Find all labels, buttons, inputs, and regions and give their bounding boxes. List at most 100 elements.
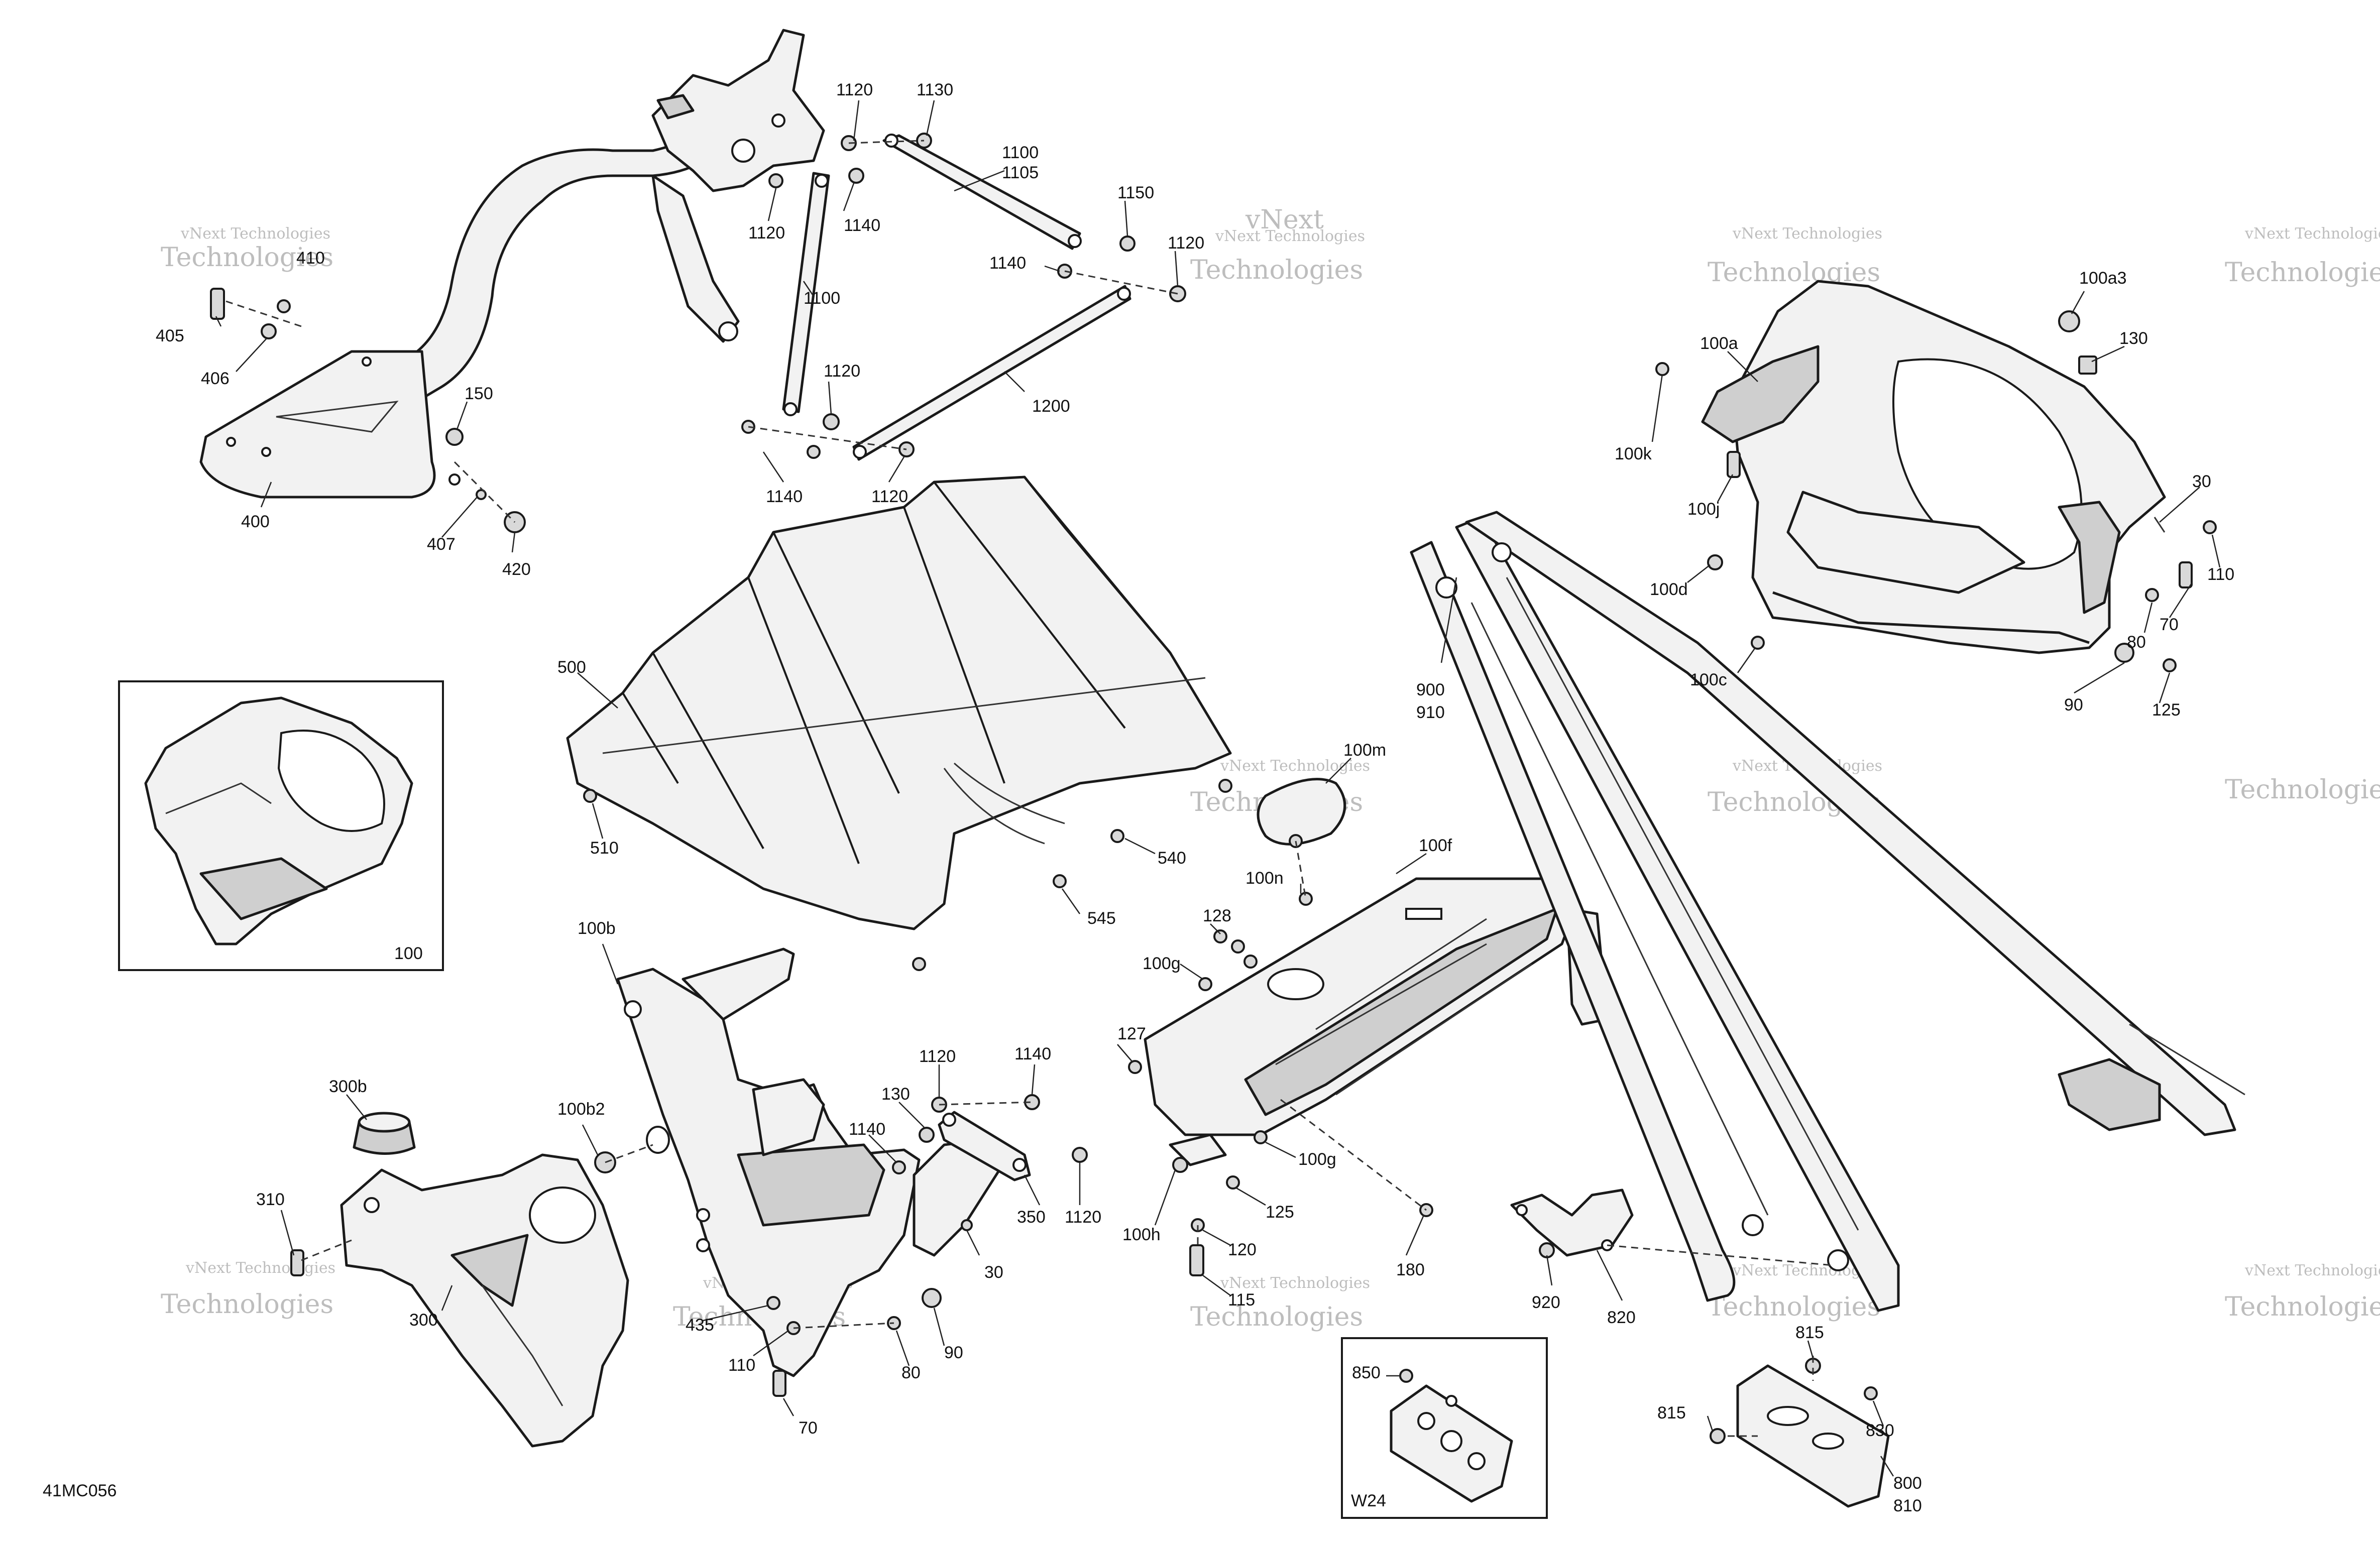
callout-435: 435 <box>686 1316 714 1335</box>
watermark-text: vNext Technologies <box>185 1259 335 1277</box>
nut-90 <box>2114 643 2134 663</box>
callout-80: 80 <box>901 1363 921 1382</box>
callout-100f: 100f <box>1419 836 1452 855</box>
bolt-125 <box>1226 1175 1240 1190</box>
cage-100a <box>1655 280 2217 672</box>
callout-1120: 1120 <box>1065 1208 1101 1227</box>
washer-410 <box>277 299 291 313</box>
callout-1105: 1105 <box>1002 163 1039 182</box>
callout-100h: 100h <box>1122 1225 1161 1244</box>
bolt-545 <box>1053 874 1067 888</box>
callout-1100: 1100 <box>804 289 840 308</box>
callout-300b: 300b <box>329 1077 367 1096</box>
callout-100g: 100g <box>1298 1150 1336 1169</box>
fin-100b <box>682 947 795 1021</box>
watermark-text: vNext Technologies <box>180 225 330 243</box>
nut-130 <box>919 1127 935 1143</box>
inset-box-W24 <box>1341 1337 1548 1519</box>
callout-100k: 100k <box>1615 444 1652 463</box>
callout-30: 30 <box>984 1263 1003 1282</box>
watermark-text: vNext Technologies <box>1220 1274 1370 1292</box>
bolt-100g <box>1198 977 1212 991</box>
nut-100d <box>1707 554 1723 570</box>
callout-W24: W24 <box>1351 1491 1386 1510</box>
bolt-128 <box>1243 955 1258 969</box>
callout-100a: 100a <box>1700 334 1738 353</box>
callout-100d: 100d <box>1650 580 1688 599</box>
callout-110: 110 <box>728 1356 755 1375</box>
callout-410: 410 <box>296 249 325 268</box>
rear-tubes-900-910 <box>1410 511 2245 1312</box>
tray-100f <box>1128 778 1609 1276</box>
callout-300: 300 <box>409 1311 438 1330</box>
callout-540: 540 <box>1158 849 1186 868</box>
inset-box-100 <box>118 680 444 971</box>
callout-1120: 1120 <box>836 80 873 99</box>
callout-128: 128 <box>1203 906 1231 925</box>
callout-820: 820 <box>1607 1308 1636 1327</box>
watermark-text: Technologies <box>1708 258 1880 288</box>
bolt-920 <box>1539 1242 1555 1258</box>
callout-1140: 1140 <box>844 216 880 235</box>
tube-end-bracket <box>2058 1058 2161 1131</box>
callout-90: 90 <box>944 1343 963 1362</box>
callout-810: 810 <box>1893 1496 1922 1515</box>
watermark-text: vNext <box>1245 205 1324 235</box>
watermark-top-center: vNext vNext Technologies Technologies <box>1190 205 1365 285</box>
cage-side-panel <box>1701 345 1820 443</box>
bolt-545 <box>912 957 926 971</box>
inset-frame <box>118 680 444 971</box>
callout-120: 120 <box>1228 1240 1257 1259</box>
diagram-id: 41MC056 <box>43 1481 117 1500</box>
callout-1100: 1100 <box>1002 143 1039 162</box>
callout-100m: 100m <box>1343 741 1386 760</box>
callout-407: 407 <box>427 535 456 554</box>
nut-90 <box>922 1288 942 1308</box>
callout-80: 80 <box>2127 633 2146 652</box>
floor-panel-500 <box>566 476 1232 971</box>
callout-815: 815 <box>1657 1403 1686 1422</box>
callout-100b: 100b <box>578 919 616 938</box>
watermark-text: vNext Technologies <box>2244 225 2380 243</box>
floor-panel <box>566 476 1232 930</box>
clip-30 <box>961 1219 973 1231</box>
callout-100: 100 <box>394 944 423 963</box>
watermark-text: Technologies <box>161 243 333 273</box>
callout-100j: 100j <box>1687 500 1720 519</box>
bolt-435 <box>766 1296 780 1310</box>
callout-910: 910 <box>1416 703 1445 722</box>
callout-30: 30 <box>2192 472 2211 491</box>
bolt-1150 <box>1119 235 1136 252</box>
bracket <box>1510 1189 1634 1257</box>
callout-405: 405 <box>156 326 184 345</box>
nut-815 <box>1710 1428 1726 1444</box>
callout-815: 815 <box>1795 1323 1824 1342</box>
callout-125: 125 <box>2152 700 2181 720</box>
tube-900 <box>1410 541 1736 1302</box>
watermark-text: Technologies <box>2225 258 2380 288</box>
callout-800: 800 <box>1893 1474 1922 1493</box>
callout-1150: 1150 <box>1117 183 1154 202</box>
callout-400: 400 <box>241 512 270 531</box>
callout-100c: 100c <box>1690 670 1727 689</box>
inset-frame <box>1341 1337 1548 1519</box>
callout-100g: 100g <box>1143 954 1181 973</box>
nut-1120 <box>823 413 840 430</box>
callout-830: 830 <box>1866 1421 1894 1440</box>
callout-1120: 1120 <box>919 1047 956 1066</box>
callout-labels: 1120 1130 1100 1105 1150 1120 1140 1120 … <box>156 80 2234 1515</box>
nut-130 <box>2078 355 2097 375</box>
plate-800 <box>1710 1356 1890 1508</box>
nut-100a3 <box>2058 310 2080 332</box>
upper-mount-bracket <box>651 29 825 192</box>
callout-110: 110 <box>2207 565 2234 584</box>
callout-127: 127 <box>1117 1024 1146 1043</box>
tube-910-upper <box>1465 511 2236 1136</box>
bolt-70 <box>772 1370 786 1397</box>
callout-70: 70 <box>2160 615 2179 634</box>
bolt-310 <box>290 1249 304 1276</box>
callout-100n: 100n <box>1245 869 1284 888</box>
callout-1130: 1130 <box>917 80 953 99</box>
leader-lines <box>215 100 2221 1477</box>
